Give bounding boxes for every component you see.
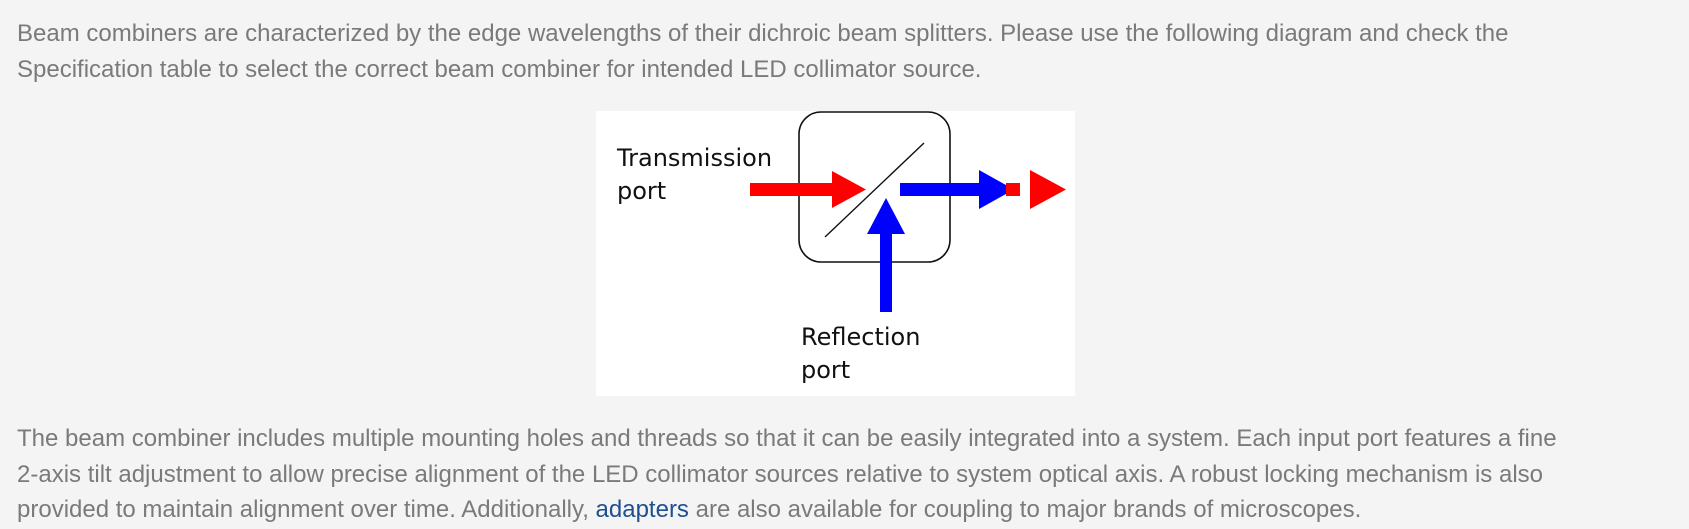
description-line-2: 2-axis tilt adjustment to allow precise …	[17, 460, 1543, 488]
reflection-arrowhead-input	[867, 198, 905, 234]
adapters-link[interactable]: adapters	[595, 496, 689, 523]
output-arrowhead-red	[1030, 170, 1066, 209]
beam-combiner-diagram-svg: Transmission port Reflection port	[616, 111, 1066, 384]
beam-combiner-diagram: Transmission port Reflection port	[596, 111, 1075, 396]
transmission-port-label-1: Transmission	[616, 144, 772, 172]
reflection-port-label-1: Reflection	[801, 323, 920, 351]
output-beam-blue	[900, 183, 993, 196]
intro-line-2: Specification table to select the correc…	[17, 55, 982, 83]
intro-line-1: Beam combiners are characterized by the …	[17, 20, 1509, 47]
transmission-beam-input	[750, 183, 839, 196]
reflection-beam-input	[880, 231, 892, 312]
description-line-3-after-link: are also available for coupling to major…	[688, 496, 1362, 523]
transmission-arrowhead-input	[832, 171, 866, 208]
reflection-port-label-2: port	[801, 356, 850, 384]
description-line-1: The beam combiner includes multiple moun…	[17, 425, 1557, 452]
transmission-port-label-2: port	[617, 177, 666, 205]
intro-paragraph: Beam combiners are characterized by the …	[17, 16, 1508, 87]
output-beam-red	[1006, 183, 1020, 196]
output-arrowhead-blue	[979, 170, 1014, 209]
description-paragraph: The beam combiner includes multiple moun…	[17, 421, 1557, 528]
dichroic-splitter-line	[824, 142, 925, 238]
description-line-3-before-link: provided to maintain alignment over time…	[17, 496, 596, 523]
